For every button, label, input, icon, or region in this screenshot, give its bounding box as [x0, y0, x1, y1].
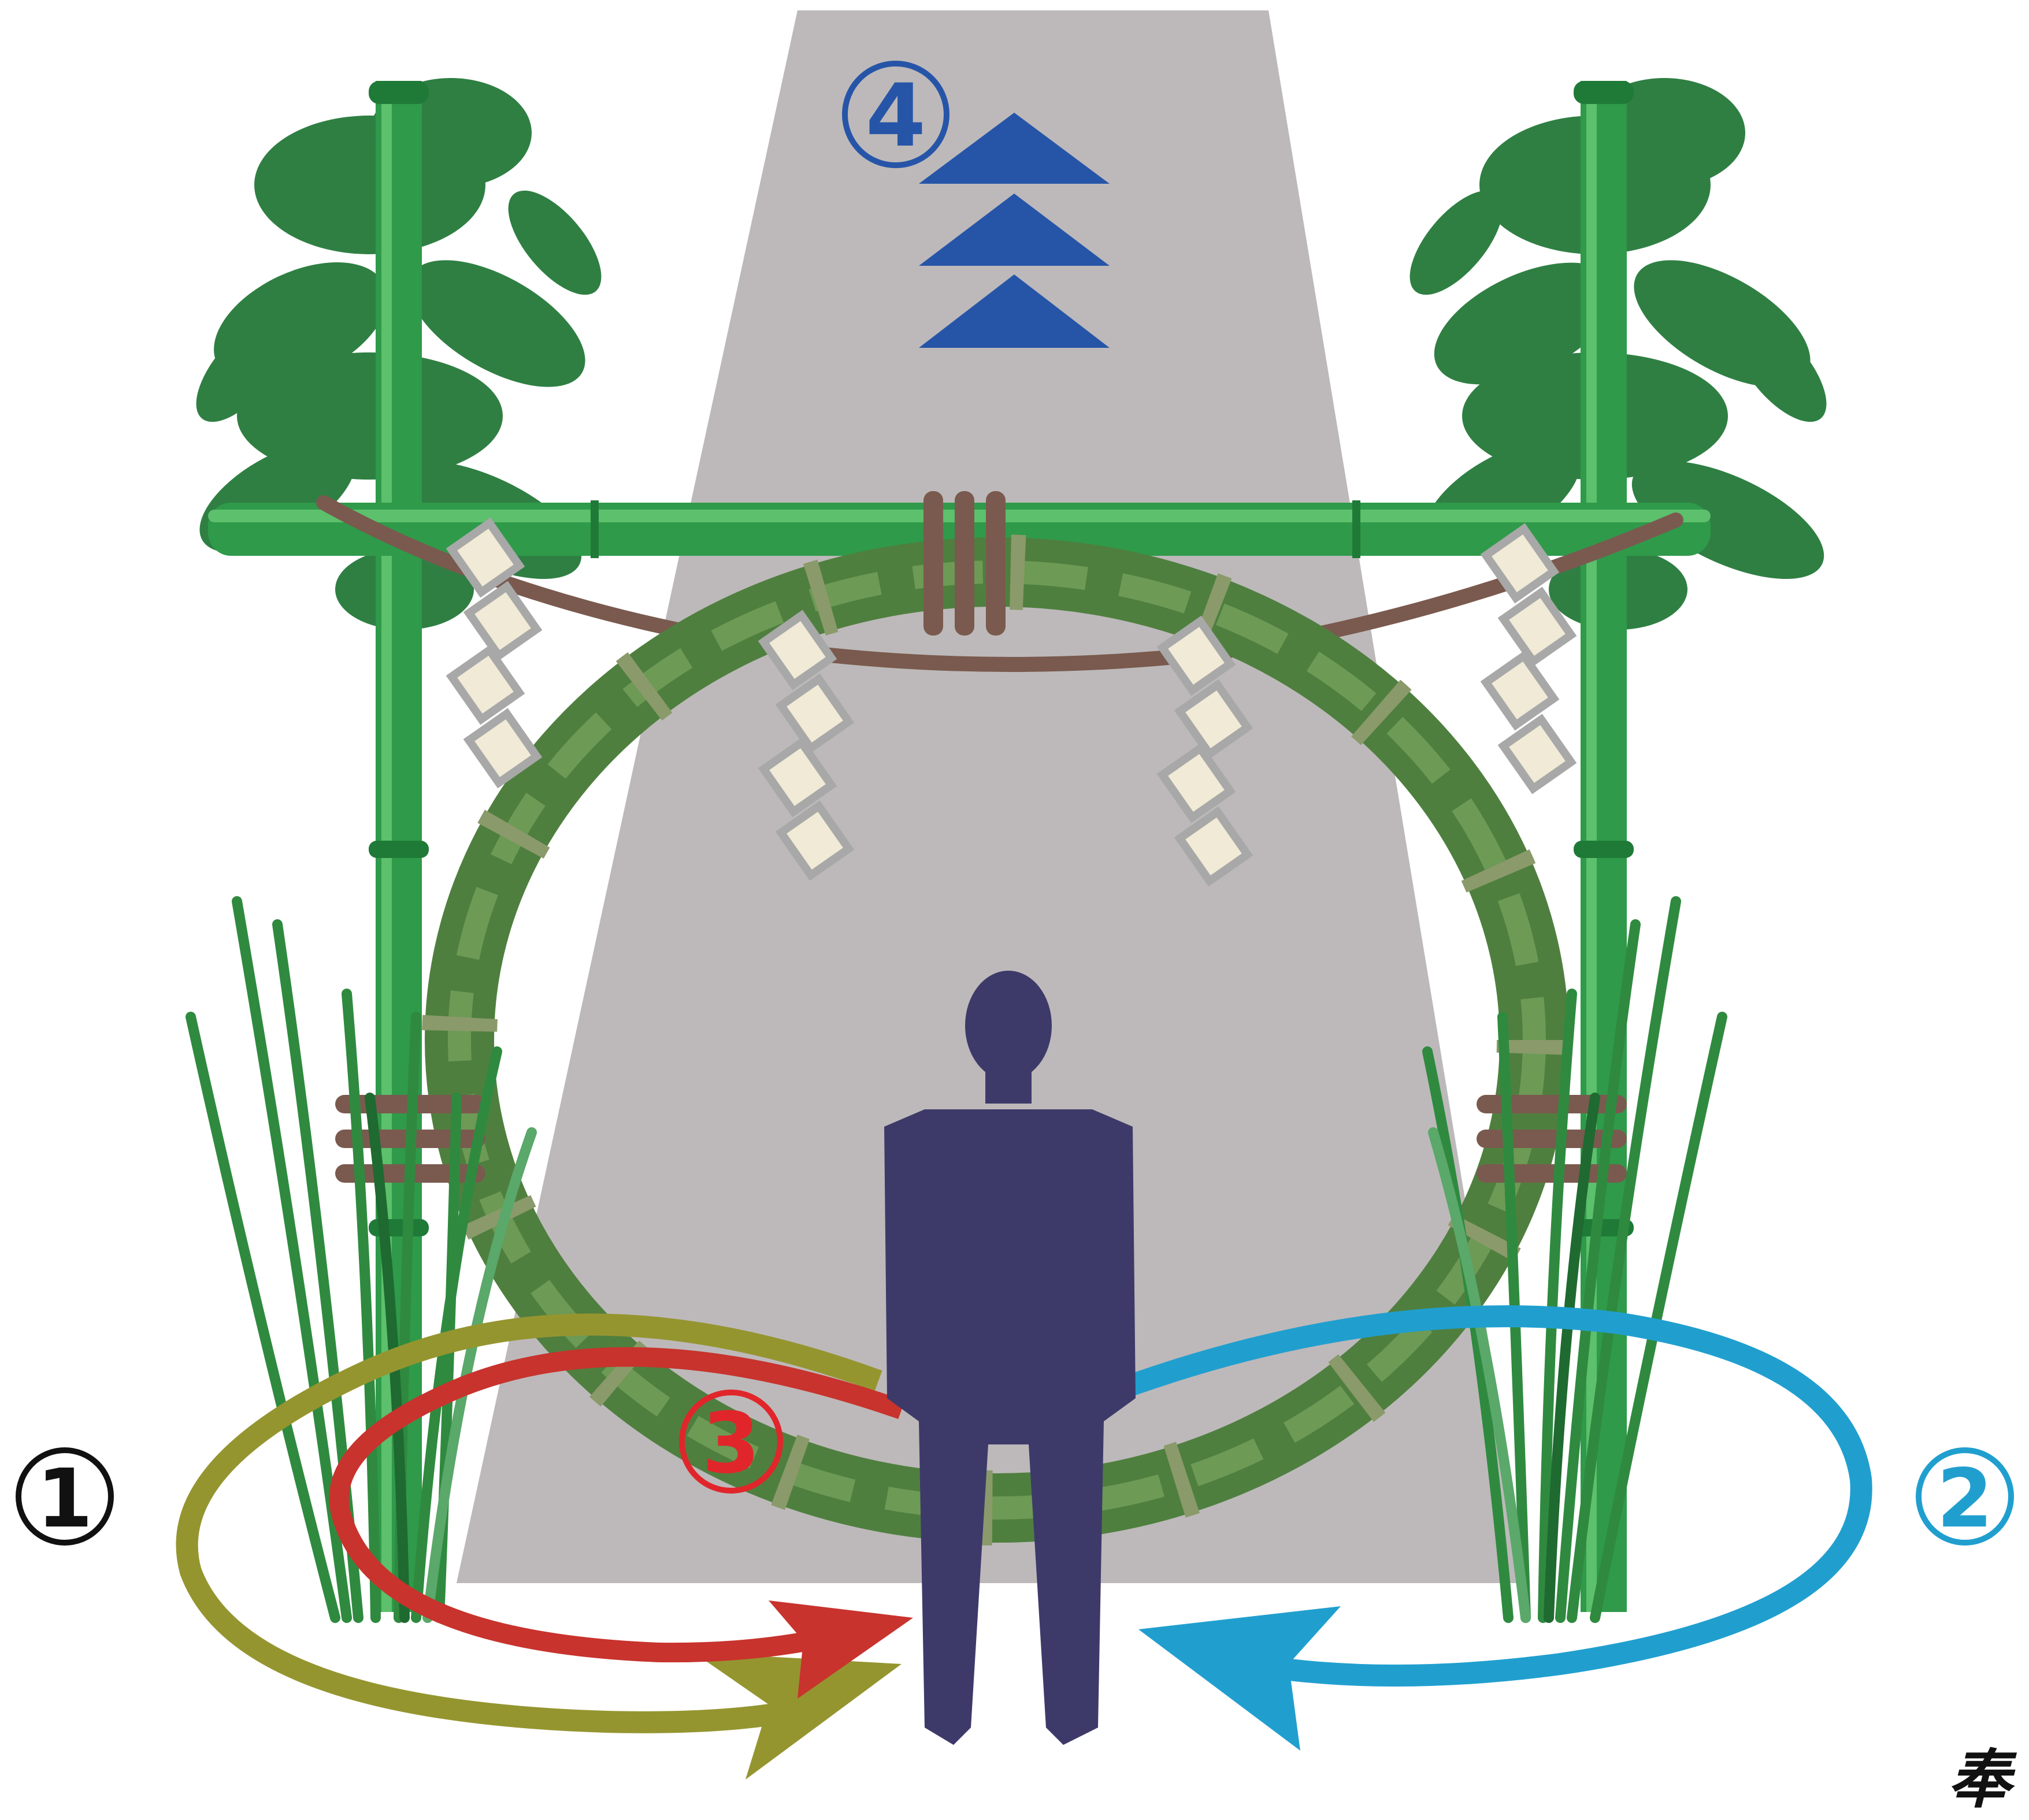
step4-number: 4 [866, 66, 926, 166]
reeds-right [1422, 896, 1727, 1623]
approach-path [457, 10, 1529, 1583]
shimenawa-rope [316, 495, 1683, 672]
step3-label: 3 [679, 1390, 783, 1494]
step2-loop [1123, 1305, 1872, 1687]
shide-2 [758, 610, 855, 881]
forward-chevrons [919, 113, 1110, 348]
rope-binding-center [923, 491, 1006, 636]
step3-arrowhead [769, 1600, 913, 1699]
step2-arrowhead [1138, 1606, 1341, 1751]
step3-number: 3 [702, 1395, 761, 1492]
chevron-2 [919, 194, 1110, 266]
corner-partial-character: 奉 [1948, 1742, 2011, 1817]
shide-streamers [446, 517, 1577, 887]
step3-loop [329, 1347, 905, 1663]
step1-arrowhead [693, 1652, 902, 1780]
chevron-1 [919, 113, 1110, 184]
shide-1 [446, 517, 543, 789]
step4-label: 4 [842, 61, 949, 168]
step2-label: 2 [1916, 1447, 2014, 1546]
step1-loop [176, 1313, 882, 1733]
chevron-3 [919, 274, 1110, 348]
shide-4 [1480, 523, 1577, 794]
step2-number: 2 [1937, 1452, 1993, 1546]
step1-number: 1 [36, 1452, 92, 1546]
step1-label: 1 [16, 1447, 114, 1546]
shide-3 [1156, 615, 1253, 887]
person-silhouette [884, 971, 1136, 1745]
